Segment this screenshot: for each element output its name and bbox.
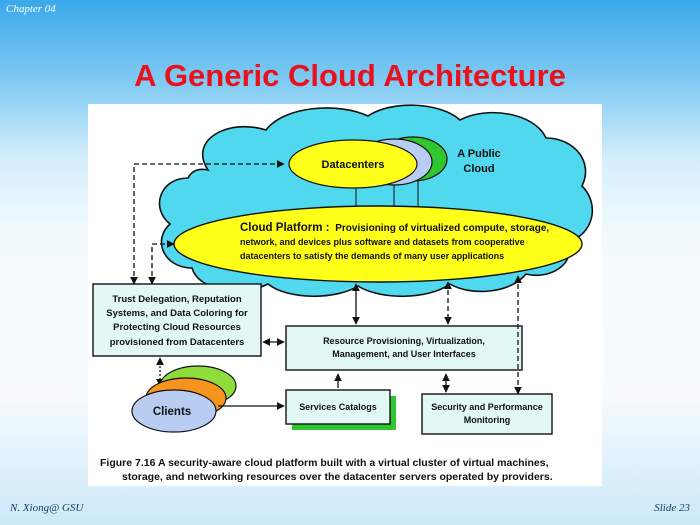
chapter-label: Chapter 04 [6,3,56,15]
cloud-platform-title: Cloud Platform : [240,222,329,234]
trust-delegation-box [92,283,262,357]
public-cloud-label-line1: A Public [457,148,501,160]
cloud-platform-desc-2: network, and devices plus software and d… [240,237,525,247]
datacenters-ellipse [288,139,418,189]
resource-provisioning-box [285,325,523,371]
cloud-platform-desc-3: datacenters to satisfy the demands of ma… [240,251,504,261]
datacenters-label: Datacenters [322,159,385,171]
author-label: N. Xiong@ GSU [10,502,84,514]
slide-title: A Generic Cloud Architecture [134,58,566,93]
figure-caption: Figure 7.16 A security-aware cloud platf… [100,456,600,484]
caption-line-2: storage, and networking resources over t… [122,471,553,483]
trust-line-2: Systems, and Data Coloring for [106,308,248,319]
services-catalogs-box [285,389,391,425]
trust-line-4: provisioned from Datacenters [110,337,245,348]
security-line-2: Monitoring [464,415,511,425]
security-line-1: Security and Performance [431,402,543,412]
services-catalogs-label: Services Catalogs [299,402,377,412]
caption-line-1: Figure 7.16 A security-aware cloud platf… [100,457,549,469]
trust-line-1: Trust Delegation, Reputation [112,294,242,305]
resource-line-2: Management, and User Interfaces [332,349,476,359]
dashed-link-platform [148,240,175,285]
figure: Datacenters A Public Cloud Cloud Platfor… [88,104,602,486]
resource-line-1: Resource Provisioning, Virtualization, [323,336,485,346]
trust-line-3: Protecting Cloud Resources [113,322,241,333]
clients-ellipse [131,389,217,433]
security-monitoring-box [421,393,553,435]
dashed-link-datacenters [130,160,285,285]
architecture-diagram: Datacenters A Public Cloud Cloud Platfor… [92,104,594,435]
slide-number: Slide 23 [654,502,690,514]
clients-label: Clients [153,406,191,418]
cloud-platform-text-line1: Cloud Platform : Provisioning of virtual… [240,222,549,234]
public-cloud-label-line2: Cloud [463,163,494,175]
cloud-platform-desc-1: Provisioning of virtualized compute, sto… [335,223,549,234]
